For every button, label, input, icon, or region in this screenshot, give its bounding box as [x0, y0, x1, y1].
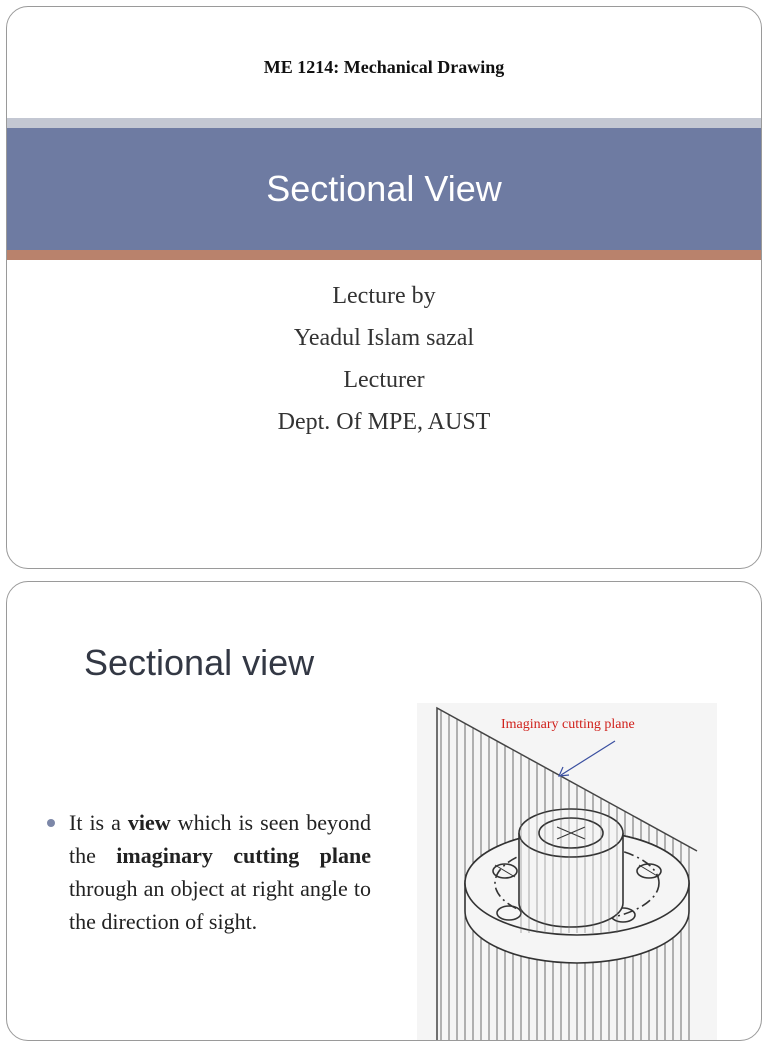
bullet-text-1: It is a: [69, 810, 128, 835]
cutting-plane-figure: Imaginary cutting plane: [417, 703, 717, 1040]
bullet-text-3: through an object at right angle to the …: [69, 876, 371, 934]
bottom-stripe: [7, 250, 761, 260]
top-stripe: [7, 118, 761, 128]
title-slide: ME 1214: Mechanical Drawing Sectional Vi…: [6, 6, 762, 569]
cutting-plane-label: Imaginary cutting plane: [501, 717, 635, 732]
bullet-bold-view: view: [127, 810, 171, 835]
bullet-point: It is a view which is seen beyond the im…: [47, 806, 371, 938]
course-title: ME 1214: Mechanical Drawing: [263, 57, 505, 77]
bullet-icon: [47, 819, 55, 827]
lecture-by-line: Lecture by: [332, 283, 436, 309]
bullet-bold-plane: imaginary cutting plane: [116, 843, 371, 868]
slide-heading: Sectional view: [84, 642, 315, 683]
bullet-text: It is a view which is seen beyond the im…: [69, 806, 371, 938]
lecturer-info: Lecture by Yeadul Islam sazal Lecturer D…: [7, 275, 761, 443]
bullet-text-2: which is seen beyond the: [69, 810, 371, 868]
cutting-plane-illustration: [436, 706, 698, 1040]
department: Dept. Of MPE, AUST: [277, 409, 491, 435]
title-band: Sectional View: [7, 128, 761, 250]
content-slide: Sectional view It is a view which is see…: [6, 581, 762, 1041]
slide-title: Sectional View: [266, 168, 502, 209]
lecturer-role: Lecturer: [343, 367, 425, 393]
lecturer-name: Yeadul Islam sazal: [293, 325, 475, 351]
